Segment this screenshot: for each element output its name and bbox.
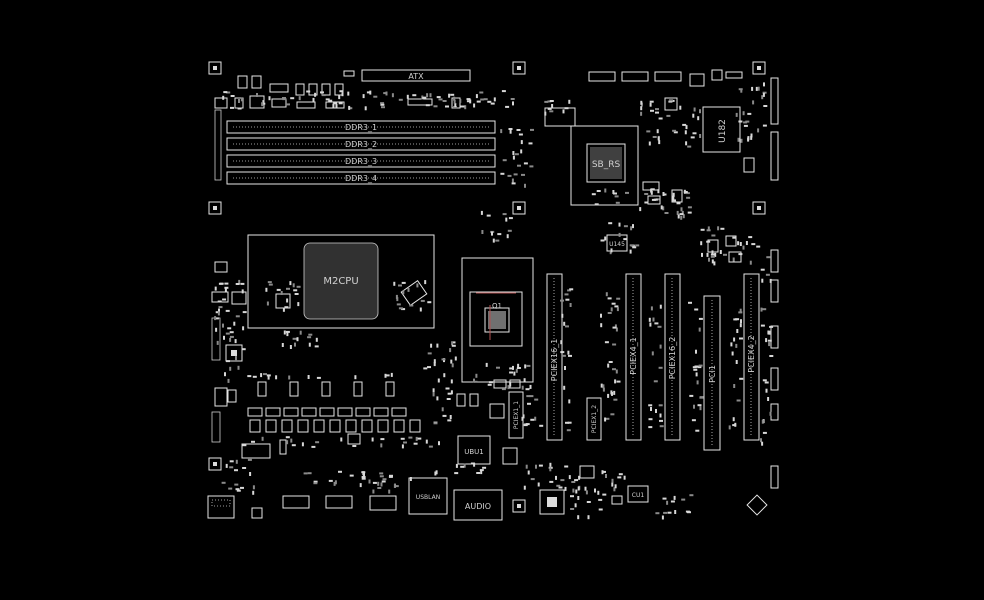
pciex1-1-slot: PCIEX1_1 — [508, 391, 524, 439]
ddr-slot-4: DDR3_4 — [226, 171, 496, 185]
right-components: U145 — [606, 234, 779, 489]
ddr-slot-3-label: DDR3_3 — [345, 157, 377, 166]
pciex1-2-label: PCIEX1_2 — [591, 405, 598, 433]
left-components — [211, 261, 247, 443]
cpu-socket: M2CPU — [247, 234, 435, 329]
ddr-slots: DDR3_1 DDR3_2 DDR3_3 DDR3_4 — [226, 120, 496, 185]
pciex1-2-slot: PCIEX1_2 — [586, 397, 602, 441]
vrm-area — [241, 381, 421, 459]
q1-chip: Q1 — [456, 257, 534, 419]
bottom-components: UBU1 USBLAN AUDIO CU1 — [207, 435, 649, 521]
mounting-holes — [208, 61, 768, 516]
u145-label: U145 — [609, 241, 625, 248]
audio-label: AUDIO — [465, 502, 491, 511]
atx-connector: ATX — [361, 69, 471, 82]
atx-label: ATX — [408, 72, 424, 81]
pciex4-2-label: PCIEX4_2 — [747, 335, 756, 372]
pciex4-1-label: PCIEX4_1 — [629, 337, 638, 374]
usblan-label: USBLAN — [416, 494, 440, 501]
pci1-label: PCI1 — [708, 365, 717, 383]
top-right-components: U182 — [588, 69, 779, 181]
pciex16-1-slot: PCIEX16_1 — [546, 273, 563, 441]
ddr-slot-2-label: DDR3_2 — [345, 140, 377, 149]
ddr-slot-1-label: DDR3_1 — [345, 123, 377, 132]
cpu-label: M2CPU — [323, 276, 358, 287]
ddr-slot-1: DDR3_1 — [226, 120, 496, 134]
cu1-label: CU1 — [632, 492, 645, 499]
ddr-slot-3: DDR3_3 — [226, 154, 496, 168]
u182-label: U182 — [718, 119, 728, 143]
ddr-slot-4-label: DDR3_4 — [345, 174, 377, 183]
q1-label: Q1 — [492, 302, 502, 310]
top-left-components — [214, 70, 461, 181]
ubu1-label: UBU1 — [464, 448, 484, 456]
pciex16-2-slot: PCIEX16_2 — [664, 273, 681, 441]
small-component-pads — [214, 82, 774, 520]
pciex1-1-label: PCIEX1_1 — [513, 401, 520, 429]
pciex16-2-label: PCIEX16_2 — [668, 337, 677, 380]
pcie-slots: PCIEX16_1 PCIEX1_1 PCIEX1_2 PCIEX4_1 PCI… — [508, 273, 760, 451]
ddr-slot-2: DDR3_2 — [226, 137, 496, 151]
pciex4-1-slot: PCIEX4_1 — [625, 273, 642, 441]
chipset-label: SB_RS — [592, 160, 621, 170]
pci1-slot: PCI1 — [703, 295, 721, 451]
pciex16-1-label: PCIEX16_1 — [550, 339, 559, 382]
pciex4-2-slot: PCIEX4_2 — [743, 273, 760, 441]
